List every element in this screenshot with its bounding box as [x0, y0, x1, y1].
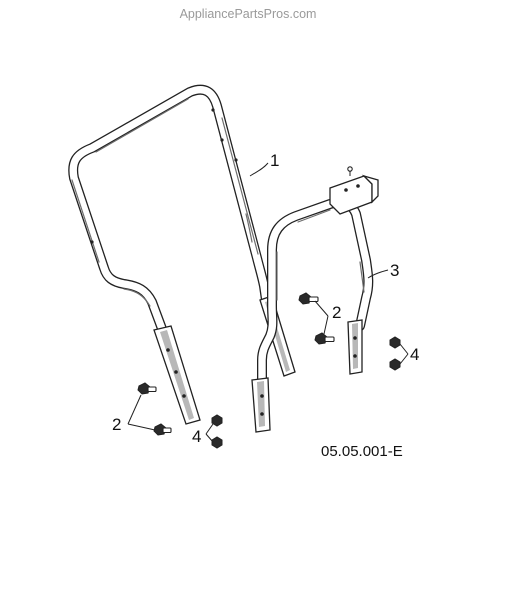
roll-bar-rear-small — [251, 166, 379, 433]
bolt-icon — [153, 423, 172, 436]
callout-part-2-right: 2 — [332, 303, 341, 322]
nut-pair-left — [205, 414, 223, 449]
nut-icon — [211, 436, 223, 449]
nut-pair-right — [389, 336, 409, 371]
nut-icon — [389, 336, 401, 349]
diagram-code-label: 05.05.001-E — [321, 443, 403, 460]
bolt-icon — [314, 332, 335, 345]
bolt-icon — [298, 292, 319, 305]
callout-part-2-left: 2 — [112, 415, 121, 434]
nut-icon — [389, 358, 401, 371]
bolt-icon — [137, 382, 157, 395]
callout-part-3: 3 — [390, 261, 399, 280]
leader-part-3 — [367, 269, 389, 279]
bolt-pair-right — [298, 292, 335, 345]
callout-part-1: 1 — [270, 151, 279, 170]
callout-part-4-right: 4 — [410, 345, 419, 364]
leader-part-1 — [249, 162, 269, 177]
watermark-text: AppliancePartsPros.com — [180, 7, 317, 21]
bolt-pair-left — [127, 382, 172, 436]
callout-part-4-left: 4 — [192, 427, 201, 446]
nut-icon — [211, 414, 223, 427]
